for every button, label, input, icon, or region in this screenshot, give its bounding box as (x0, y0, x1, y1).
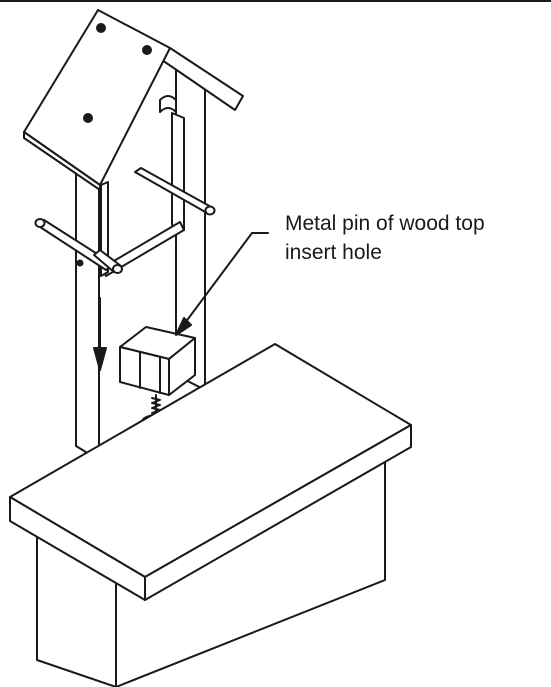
frame-top-cutout (159, 95, 177, 113)
frame-right-member (171, 112, 185, 231)
wood-table (9, 343, 412, 687)
insert-direction-arrow (93, 297, 107, 371)
callout-label: Metal pin of wood top insert hole (285, 209, 485, 267)
post-hole (76, 259, 84, 267)
front-post (75, 169, 100, 461)
metal-insert-block (119, 326, 196, 396)
callout-leader (175, 232, 269, 336)
callout-label-line1: Metal pin of wood top (285, 212, 485, 235)
roof (23, 9, 244, 191)
callout-label-line2: insert hole (285, 241, 382, 264)
dowel-front-right (93, 249, 123, 274)
dowel-rear-upper (134, 167, 216, 216)
